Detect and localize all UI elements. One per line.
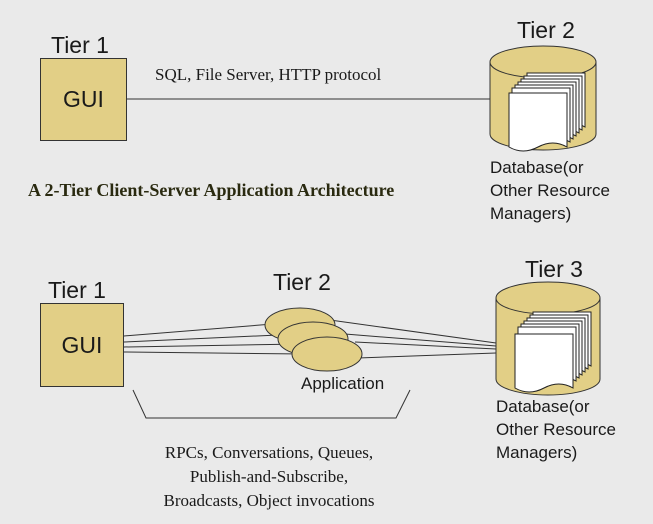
database-cylinder-top — [489, 45, 597, 152]
application-label: Application — [301, 374, 385, 393]
gui-to-application-connections — [123, 321, 305, 355]
application-server-icon — [264, 307, 363, 372]
communication-methods-label: RPCs, Conversations, Queues, Publish-and… — [163, 443, 375, 510]
database-cylinder-bottom — [495, 281, 601, 396]
gui-box-bottom: GUI — [40, 303, 124, 387]
tier1-label-top: Tier 1 — [51, 32, 109, 58]
tier2-label-top: Tier 2 — [517, 17, 575, 43]
protocol-label: SQL, File Server, HTTP protocol — [155, 65, 382, 84]
tier2-label-bottom: Tier 2 — [273, 269, 331, 295]
gui-box-top: GUI — [40, 58, 127, 141]
gui-label: GUI — [63, 86, 104, 112]
database-label-top: Database(or Other Resource Managers) — [490, 158, 610, 223]
tier3-label: Tier 3 — [525, 256, 583, 282]
tier1-label-bottom: Tier 1 — [48, 277, 106, 303]
architecture-caption: A 2-Tier Client-Server Application Archi… — [28, 180, 395, 200]
application-to-database-connections — [329, 319, 497, 359]
middleware-bracket — [132, 389, 411, 419]
database-label-bottom: Database(or Other Resource Managers) — [496, 397, 616, 462]
gui-label: GUI — [61, 331, 103, 358]
